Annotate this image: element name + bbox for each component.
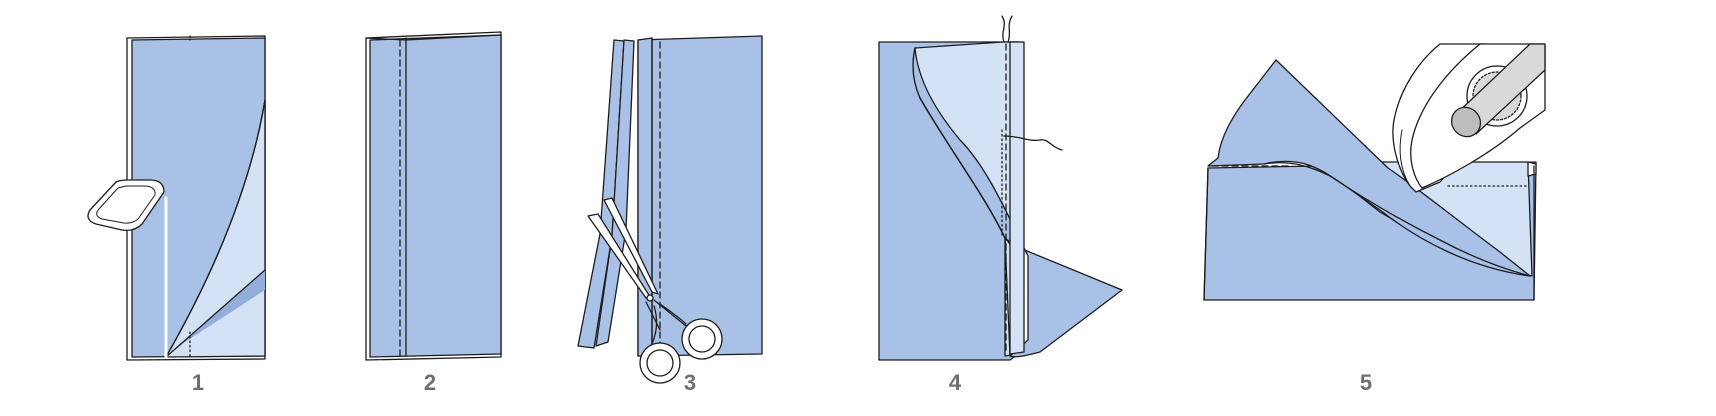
panel-side-edge bbox=[1203, 165, 1535, 301]
iron-icon bbox=[1392, 43, 1546, 193]
fabric-panel bbox=[369, 34, 502, 358]
fabric-panel bbox=[637, 35, 763, 357]
lifted-corner-flap bbox=[1207, 59, 1531, 277]
step-5-illustration bbox=[1203, 43, 1546, 301]
fold-edge-line bbox=[165, 99, 266, 358]
step-label-3: 3 bbox=[683, 370, 697, 395]
fabric-rolled-edge bbox=[1009, 41, 1025, 355]
flap-fold-line bbox=[1263, 162, 1531, 277]
chalk-marker-icon bbox=[87, 179, 165, 232]
top-edge-fold bbox=[365, 34, 502, 41]
step-label-4: 4 bbox=[948, 370, 962, 395]
step-4-illustration bbox=[878, 15, 1123, 361]
scissors-icon bbox=[587, 197, 723, 384]
iron-tip-shadow bbox=[1399, 129, 1411, 187]
step-label-2: 2 bbox=[423, 370, 437, 395]
hem-rolled-edge bbox=[1527, 161, 1537, 177]
thread-icon bbox=[1001, 15, 1063, 151]
step-label-1: 1 bbox=[191, 370, 205, 395]
flap-inner-edge bbox=[919, 97, 1011, 357]
fold-diagonal-line bbox=[165, 269, 266, 358]
step-1-illustration bbox=[87, 35, 266, 361]
fabric-back-edge bbox=[637, 37, 653, 357]
iron-handle-end bbox=[1450, 106, 1482, 138]
step-3-illustration bbox=[577, 35, 763, 384]
step-2-illustration bbox=[365, 31, 502, 361]
step-label-5: 5 bbox=[1359, 370, 1373, 395]
